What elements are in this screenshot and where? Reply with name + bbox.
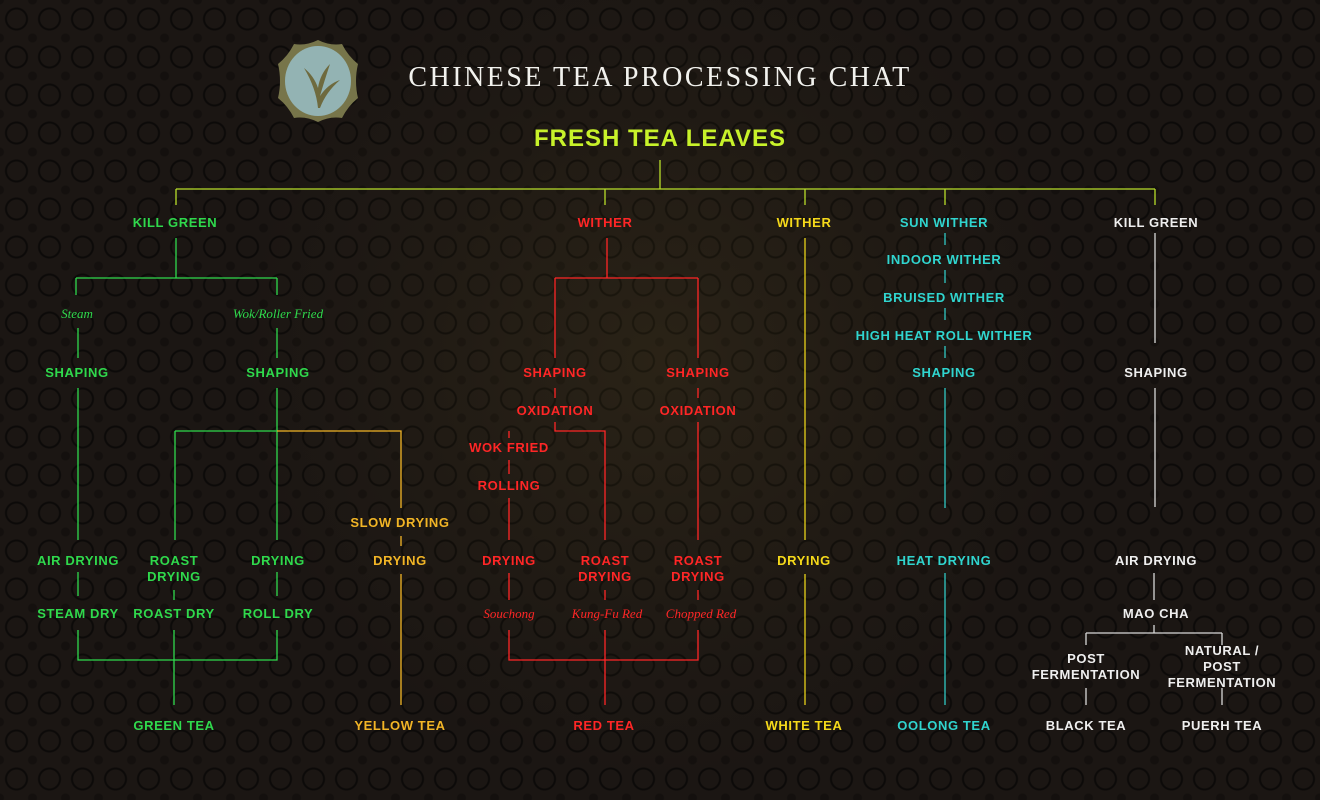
green-kill-green: KILL GREEN [132, 215, 218, 230]
red-rolling: ROLLING [477, 478, 541, 493]
oolong-indoor-wither: INDOOR WITHER [886, 252, 1002, 267]
red-wok-fried: WOK FRIED [469, 440, 549, 455]
dark-tea-connectors [1085, 233, 1223, 705]
green-drying: DRYING [251, 553, 305, 568]
green-air-drying: AIR DRYING [36, 553, 120, 568]
red-variety-kung-fu-red: Kung-Fu Red [571, 606, 643, 621]
result-black-tea: BLACK TEA [1045, 718, 1127, 733]
red-wither: WITHER [577, 215, 633, 230]
result-yellow-tea: YELLOW TEA [354, 718, 446, 733]
green-shaping-1: SHAPING [45, 365, 109, 380]
green-method-wok-roller: Wok/Roller Fried [232, 306, 324, 321]
oolong-shaping: SHAPING [912, 365, 976, 380]
white-drying: DRYING [777, 553, 831, 568]
red-roast-drying-1: ROAST DRYING [578, 553, 632, 584]
red-roast-drying-2: ROAST DRYING [671, 553, 725, 584]
result-white-tea: WHITE TEA [765, 718, 843, 733]
tea-leaf-seal-icon [278, 40, 358, 122]
yellow-drying: DRYING [373, 553, 427, 568]
result-green-tea: GREEN TEA [133, 718, 215, 733]
root-node-fresh-tea-leaves: FRESH TEA LEAVES [533, 125, 787, 152]
red-oxidation-2: OXIDATION [659, 403, 737, 418]
result-puerh-tea: PUERH TEA [1181, 718, 1263, 733]
green-roast-dry: ROAST DRY [133, 606, 215, 621]
red-tea-connectors [508, 238, 699, 705]
yellow-slow-drying: SLOW DRYING [350, 515, 450, 530]
dark-air-drying: AIR DRYING [1114, 553, 1198, 568]
red-shaping-2: SHAPING [666, 365, 730, 380]
dark-natural-post-fermentation: NATURAL / POST FERMENTATION [1167, 643, 1277, 690]
result-oolong-tea: OOLONG TEA [897, 718, 991, 733]
oolong-sun-wither: SUN WITHER [899, 215, 989, 230]
red-shaping-1: SHAPING [523, 365, 587, 380]
dark-shaping: SHAPING [1124, 365, 1188, 380]
yellow-tea-connectors [277, 430, 402, 705]
chart-title: CHINESE TEA PROCESSING CHAT [408, 62, 912, 93]
green-tea-connectors [75, 238, 278, 705]
red-drying: DRYING [482, 553, 536, 568]
oolong-bruised-wither: BRUISED WITHER [883, 290, 1005, 305]
root-connectors [175, 160, 1156, 205]
red-variety-chopped-red: Chopped Red [665, 606, 737, 621]
dark-post-fermentation: POST FERMENTATION [1031, 651, 1141, 682]
green-roast-drying: ROAST DRYING [147, 553, 201, 584]
red-variety-souchong: Souchong [483, 606, 535, 621]
dark-mao-cha: MAO CHA [1122, 606, 1190, 621]
result-red-tea: RED TEA [573, 718, 635, 733]
red-oxidation-1: OXIDATION [516, 403, 594, 418]
green-steam-dry: STEAM DRY [37, 606, 119, 621]
green-roll-dry: ROLL DRY [242, 606, 314, 621]
white-wither: WITHER [776, 215, 832, 230]
green-shaping-2: SHAPING [246, 365, 310, 380]
dark-kill-green: KILL GREEN [1113, 215, 1199, 230]
oolong-high-heat-roll-wither: HIGH HEAT ROLL WITHER [855, 328, 1033, 343]
green-method-steam: Steam [61, 306, 93, 321]
oolong-heat-drying: HEAT DRYING [896, 553, 992, 568]
